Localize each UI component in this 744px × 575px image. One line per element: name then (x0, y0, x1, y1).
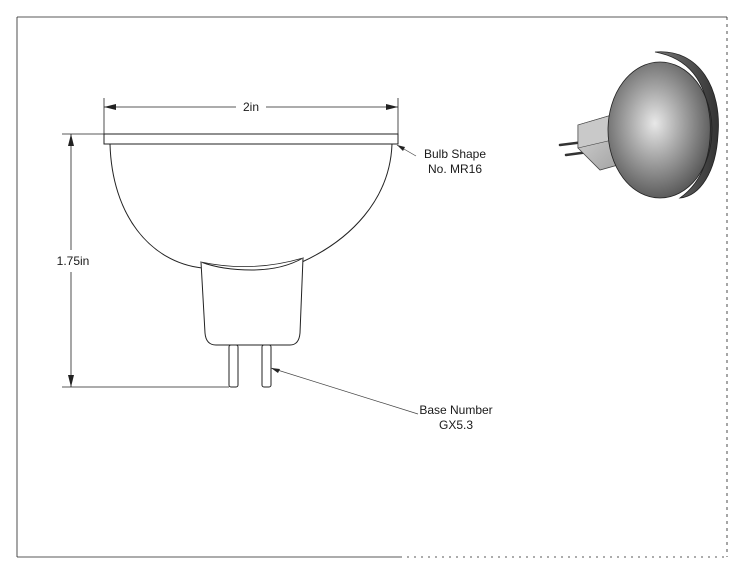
bulb-pin-right (261, 344, 272, 388)
base-number-label: Base Number (419, 403, 492, 417)
base-number-value: GX5.3 (439, 418, 473, 432)
bulb-shape-label: Bulb Shape (424, 147, 486, 161)
bulb-side-view (103, 133, 399, 388)
width-dimension-label: 2in (243, 100, 259, 114)
render-reflector (608, 62, 712, 198)
bulb-shape-value: No. MR16 (428, 162, 482, 176)
bulb-reflector (109, 143, 393, 271)
drawing-border (16, 16, 728, 558)
height-dimension: 1.75in (57, 133, 229, 388)
width-dimension: 2in (103, 98, 399, 134)
bulb-pin-left (228, 344, 239, 388)
bulb-3d-render (558, 51, 719, 199)
base-number-callout: Base Number GX5.3 (270, 367, 493, 432)
bulb-rim (103, 133, 399, 145)
height-dimension-label: 1.75in (57, 254, 90, 268)
bulb-neck (200, 257, 304, 346)
bulb-shape-callout: Bulb Shape No. MR16 (396, 144, 486, 176)
